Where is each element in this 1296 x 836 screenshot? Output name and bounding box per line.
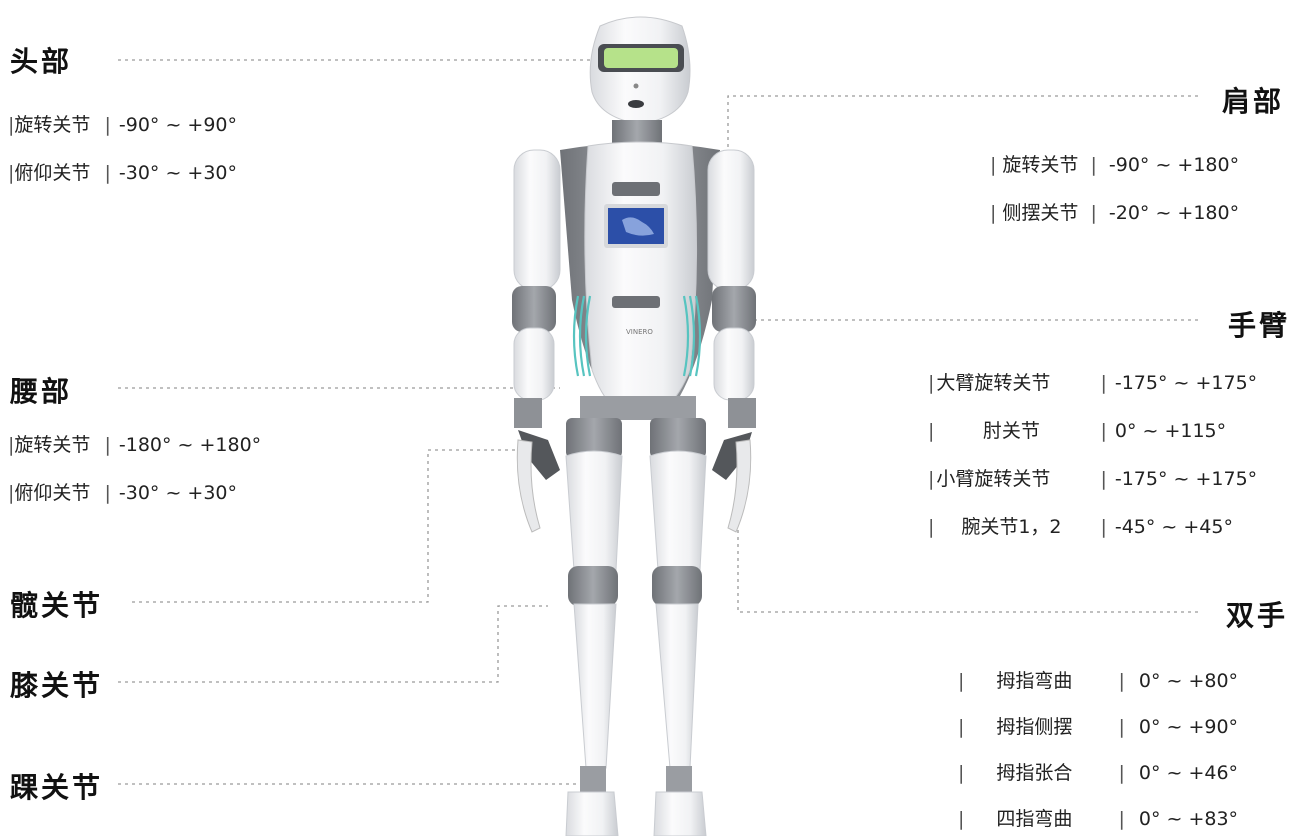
joint-range: -180° ~ +180° (118, 434, 262, 456)
joint-range: -20° ~ +180° (1108, 202, 1240, 224)
shoulder-leader (727, 95, 1198, 150)
shoulder-label: 肩部 (1222, 85, 1285, 118)
chest-logo: VINERO (626, 328, 653, 336)
joint-name: 大臂旋转关节 (936, 372, 1051, 394)
joint-range: 0° ~ +83° (1138, 808, 1239, 830)
joint-range: 0° ~ +90° (1138, 716, 1239, 738)
waist-row-1: |旋转关节 |-180° ~ +180° (8, 430, 261, 457)
head-row-2: |俯仰关节 |-30° ~ +30° (8, 158, 237, 185)
joint-range: 0° ~ +80° (1138, 670, 1239, 692)
joint-name: 腕关节1，2 (961, 516, 1062, 538)
joint-range: 0° ~ +115° (1114, 420, 1227, 442)
joint-name: 肘关节 (982, 420, 1040, 442)
robot-hip-joint (580, 396, 696, 420)
joint-name: 四指弯曲 (996, 808, 1073, 830)
joint-range: -45° ~ +45° (1114, 516, 1233, 538)
arm-row-2: |肘关节 |0° ~ +115° (928, 416, 1226, 443)
arm-row-3: |小臂旋转关节 |-175° ~ +175° (928, 464, 1257, 491)
shoulder-row-1: |旋转关节 |-90° ~ +180° (990, 150, 1239, 177)
joint-range: -175° ~ +175° (1114, 372, 1258, 394)
joint-name: 拇指侧摆 (996, 716, 1073, 738)
hands-label: 双手 (1226, 599, 1289, 632)
hands-row-3: |拇指张合 |0° ~ +46° (958, 758, 1238, 785)
robot-right-leg (649, 418, 707, 836)
waist-label: 腰部 (10, 375, 73, 408)
joint-name: 旋转关节 (14, 434, 91, 456)
joint-range: -90° ~ +180° (1108, 154, 1240, 176)
hands-row-4: |四指弯曲 |0° ~ +83° (958, 804, 1238, 831)
joint-name: 俯仰关节 (14, 482, 91, 504)
joint-name: 旋转关节 (14, 114, 91, 136)
ankle-label: 踝关节 (10, 771, 104, 804)
joint-name: 旋转关节 (1002, 154, 1079, 176)
hip-leader (132, 449, 515, 603)
hands-row-1: |拇指弯曲 |0° ~ +80° (958, 666, 1238, 693)
joint-name: 拇指弯曲 (996, 670, 1073, 692)
joint-range: -90° ~ +90° (118, 114, 238, 136)
joint-range: -175° ~ +175° (1114, 468, 1258, 490)
robot-torso: VINERO (560, 141, 720, 411)
hip-label: 髋关节 (10, 589, 104, 622)
joint-name: 拇指张合 (996, 762, 1073, 784)
arm-row-4: |腕关节1，2 |-45° ~ +45° (928, 512, 1233, 539)
joint-range: -30° ~ +30° (118, 482, 238, 504)
hands-row-2: |拇指侧摆 |0° ~ +90° (958, 712, 1238, 739)
waist-row-2: |俯仰关节 |-30° ~ +30° (8, 478, 237, 505)
robot-left-arm (512, 149, 561, 533)
knee-label: 膝关节 (10, 669, 104, 702)
shoulder-row-2: |侧摆关节 |-20° ~ +180° (990, 198, 1239, 225)
arm-row-1: |大臂旋转关节 |-175° ~ +175° (928, 368, 1257, 395)
joint-name: 俯仰关节 (14, 162, 91, 184)
joint-name: 侧摆关节 (1002, 202, 1079, 224)
head-label: 头部 (10, 45, 73, 78)
knee-leader (118, 605, 548, 683)
robot-head (589, 16, 691, 125)
arm-label: 手臂 (1228, 309, 1291, 342)
head-row-1: |旋转关节 |-90° ~ +90° (8, 110, 237, 137)
joint-name: 小臂旋转关节 (936, 468, 1051, 490)
robot-left-leg (565, 418, 623, 836)
robot-right-arm (707, 149, 756, 533)
joint-range: 0° ~ +46° (1138, 762, 1239, 784)
joint-range: -30° ~ +30° (118, 162, 238, 184)
